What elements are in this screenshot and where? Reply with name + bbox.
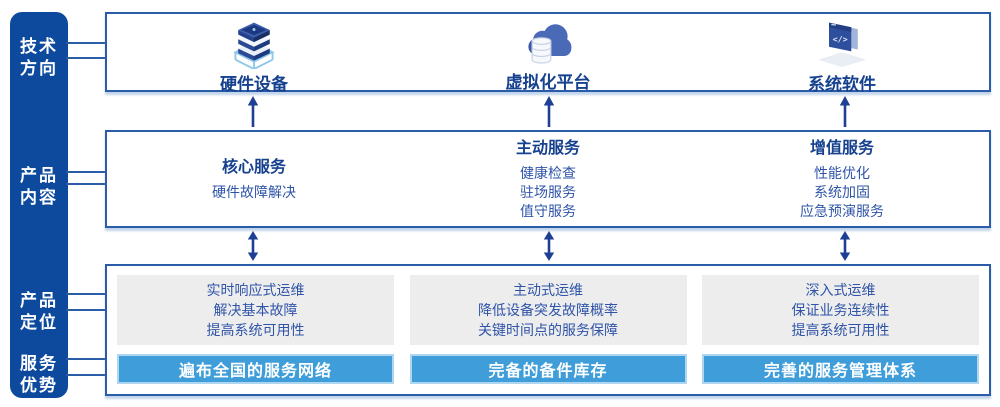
connector-line	[66, 171, 107, 173]
content-item: 健康检查	[520, 165, 576, 181]
tech-column-hardware: 硬件设备	[107, 14, 401, 94]
connector-line	[66, 293, 107, 295]
connector-line	[66, 57, 107, 59]
sidebar-label-line: 方向	[20, 59, 58, 78]
content-title: 主动服务	[515, 140, 580, 157]
positioning-line: 关键时间点的服务保障	[478, 322, 618, 338]
sidebar-label-line: 定位	[20, 313, 58, 332]
sidebar-label-line: 服务	[20, 354, 58, 373]
positioning-line: 提高系统可用性	[791, 322, 890, 338]
content-item: 值守服务	[520, 203, 576, 219]
positioning-line: 主动式运维	[513, 282, 583, 298]
up-arrow	[839, 96, 851, 127]
tech-label-system-software: 系统软件	[808, 75, 876, 94]
content-title: 核心服务	[221, 159, 286, 176]
connector-line	[66, 309, 107, 311]
content-item: 性能优化	[814, 165, 870, 181]
advantage-bar: 完备的备件库存	[409, 354, 687, 384]
positioning-line: 解决基本故障	[213, 302, 298, 318]
sidebar-label-tech-direction: 技术 方向	[10, 36, 68, 80]
connector-line	[66, 374, 107, 376]
double-arrow	[543, 231, 555, 261]
content-item: 硬件故障解决	[212, 184, 296, 200]
up-arrow	[543, 96, 555, 127]
positioning-panel: 深入式运维 保证业务连续性 提高系统可用性	[702, 275, 979, 345]
content-column-value-added-service: 增值服务 性能优化 系统加固 应急预演服务	[695, 132, 989, 226]
positioning-line: 深入式运维	[805, 282, 876, 298]
sidebar-label-line: 内容	[20, 188, 58, 207]
positioning-panel: 主动式运维 降低设备突发故障概率 关键时间点的服务保障	[409, 275, 687, 345]
positioning-line: 降低设备突发故障概率	[478, 302, 618, 318]
tech-column-virtualization: 虚拟化平台	[401, 14, 695, 92]
category-sidebar: 技术 方向 产品 内容 产品 定位 服务 优势	[10, 12, 68, 398]
connector-line	[66, 42, 107, 44]
sidebar-label-product-content: 产品 内容	[10, 165, 68, 209]
up-arrow	[247, 96, 259, 127]
tech-label-virtualization: 虚拟化平台	[505, 73, 591, 92]
double-arrow	[839, 231, 851, 261]
content-title: 增值服务	[809, 140, 874, 157]
server-stack-icon	[226, 17, 282, 69]
tech-label-hardware: 硬件设备	[220, 75, 288, 94]
sidebar-label-line: 产品	[20, 166, 58, 185]
tech-column-system-software: </> 系统软件	[695, 14, 989, 94]
sidebar-label-line: 优势	[20, 376, 58, 395]
connector-line	[66, 358, 107, 360]
content-item: 应急预演服务	[800, 203, 884, 219]
cloud-database-icon	[520, 17, 576, 67]
content-item: 系统加固	[814, 184, 870, 200]
positioning-line: 实时响应式运维	[206, 282, 305, 298]
positioning-line: 保证业务连续性	[791, 302, 890, 318]
positioning-line: 提高系统可用性	[206, 322, 305, 338]
sidebar-label-line: 技术	[20, 37, 58, 56]
code-glyph: </>	[833, 34, 848, 44]
positioning-column-proactive: 主动式运维 降低设备突发故障概率 关键时间点的服务保障 完备的备件库存	[409, 275, 687, 394]
positioning-panel: 实时响应式运维 解决基本故障 提高系统可用性	[117, 275, 394, 345]
positioning-column-indepth: 深入式运维 保证业务连续性 提高系统可用性 完善的服务管理体系	[702, 275, 979, 394]
double-arrow	[247, 231, 259, 261]
sidebar-label-service-advantage: 服务 优势	[10, 353, 68, 397]
sidebar-label-product-positioning: 产品 定位	[10, 290, 68, 334]
advantage-bar: 遍布全国的服务网络	[117, 354, 394, 384]
content-column-core-service: 核心服务 硬件故障解决	[107, 132, 401, 226]
product-positioning-box: 实时响应式运维 解决基本故障 提高系统可用性 遍布全国的服务网络 主动式运维 降…	[105, 264, 991, 396]
content-column-active-service: 主动服务 健康检查 驻场服务 值守服务	[401, 132, 695, 226]
code-window-icon: </>	[814, 17, 870, 69]
sidebar-label-line: 产品	[20, 291, 58, 310]
tech-direction-box: 硬件设备	[105, 12, 991, 94]
positioning-column-realtime: 实时响应式运维 解决基本故障 提高系统可用性 遍布全国的服务网络	[117, 275, 394, 394]
product-content-box: 核心服务 硬件故障解决 主动服务 健康检查 驻场服务 值守服务 增值服务 性能优…	[105, 130, 991, 228]
connector-line	[66, 183, 107, 185]
advantage-bar: 完善的服务管理体系	[702, 354, 979, 384]
content-item: 驻场服务	[520, 184, 576, 200]
